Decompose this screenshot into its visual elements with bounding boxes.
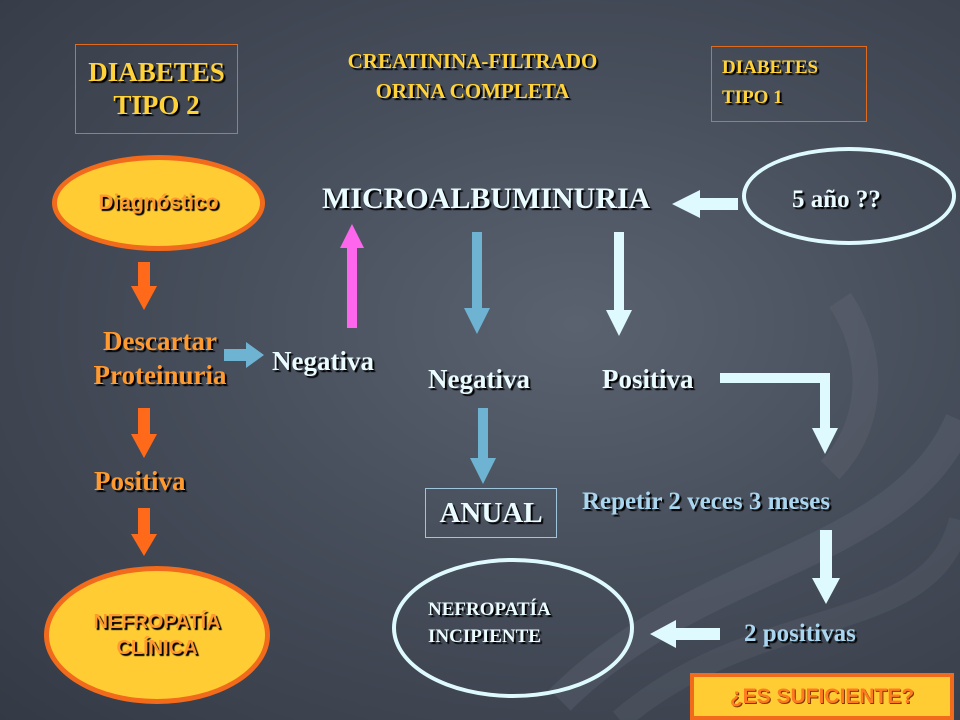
creatinina-line1: CREATININA-FILTRADO [347, 49, 598, 73]
diabetes-tipo1-line2: TIPO 1 [722, 87, 783, 108]
microalbuminuria-label: MICROALBUMINURIA [322, 182, 651, 215]
diagnostico-oval: Diagnóstico [52, 155, 265, 251]
arrow-diagnostico-to-descartar [131, 262, 157, 310]
diabetes-tipo2-line2: TIPO 2 [113, 90, 200, 120]
diabetes-tipo1-box: DIABETES TIPO 1 [711, 46, 867, 122]
arrow-negativa-to-anual [470, 408, 496, 484]
diagnostico-label: Diagnóstico [98, 191, 219, 214]
nefropatia-incipiente-text: NEFROPATÍA INCIPIENTE [428, 596, 551, 650]
repetir-label: Repetir 2 veces 3 meses [582, 488, 831, 515]
nefropatia-incipiente-line1: NEFROPATÍA [428, 599, 551, 620]
descartar-line1: Descartar [103, 326, 217, 356]
arrow-dos-to-incipiente [650, 620, 720, 648]
orange-arrows [131, 262, 157, 556]
descartar-line2: Proteinuria [93, 360, 227, 390]
arrow-negativa-to-microalbuminuria [340, 224, 364, 328]
nefropatia-incipiente-line2: INCIPIENTE [428, 626, 541, 647]
anual-label: ANUAL [439, 497, 543, 529]
nefropatia-clinica-line2: CLÍNICA [116, 637, 198, 659]
positiva-left: Positiva [94, 466, 186, 496]
diabetes-tipo2-box: DIABETES TIPO 2 [75, 44, 238, 134]
anual-box: ANUAL [425, 488, 557, 538]
arrow-descartar-to-positiva [131, 408, 157, 458]
arrow-repetir-to-dos [812, 530, 840, 604]
cinco-anos-label: 5 año ?? [792, 186, 881, 213]
es-suficiente-label: ¿ES SUFICIENTE? [729, 685, 915, 708]
positiva-mid: Positiva [602, 364, 694, 394]
arrow-positiva-to-repetir [720, 373, 838, 454]
nefropatia-incipiente-oval [392, 558, 634, 698]
negativa-mid: Negativa [428, 364, 530, 394]
arrow-descartar-to-negativa [224, 342, 264, 368]
creatinina-line2: ORINA COMPLETA [375, 79, 570, 103]
arrow-micro-to-negativa [464, 232, 490, 334]
nefropatia-clinica-oval: NEFROPATÍA CLÍNICA [44, 566, 270, 704]
creatinina-header: CREATININA-FILTRADO ORINA COMPLETA [300, 46, 645, 106]
negativa-left: Negativa [272, 346, 374, 376]
diabetes-tipo2-line1: DIABETES [88, 57, 225, 87]
es-suficiente-box: ¿ES SUFICIENTE? [690, 673, 954, 720]
descartar-proteinuria: Descartar Proteinuria [60, 324, 260, 392]
dos-positivas-label: 2 positivas [744, 620, 856, 647]
arrow-cinco-to-micro [672, 190, 738, 218]
cinco-anos-oval [742, 147, 956, 245]
diabetes-tipo1-line1: DIABETES [722, 57, 819, 78]
arrow-positiva-to-nefropatia [131, 508, 157, 556]
nefropatia-clinica-line1: NEFROPATÍA [93, 611, 221, 633]
arrow-micro-to-positiva [606, 232, 632, 336]
